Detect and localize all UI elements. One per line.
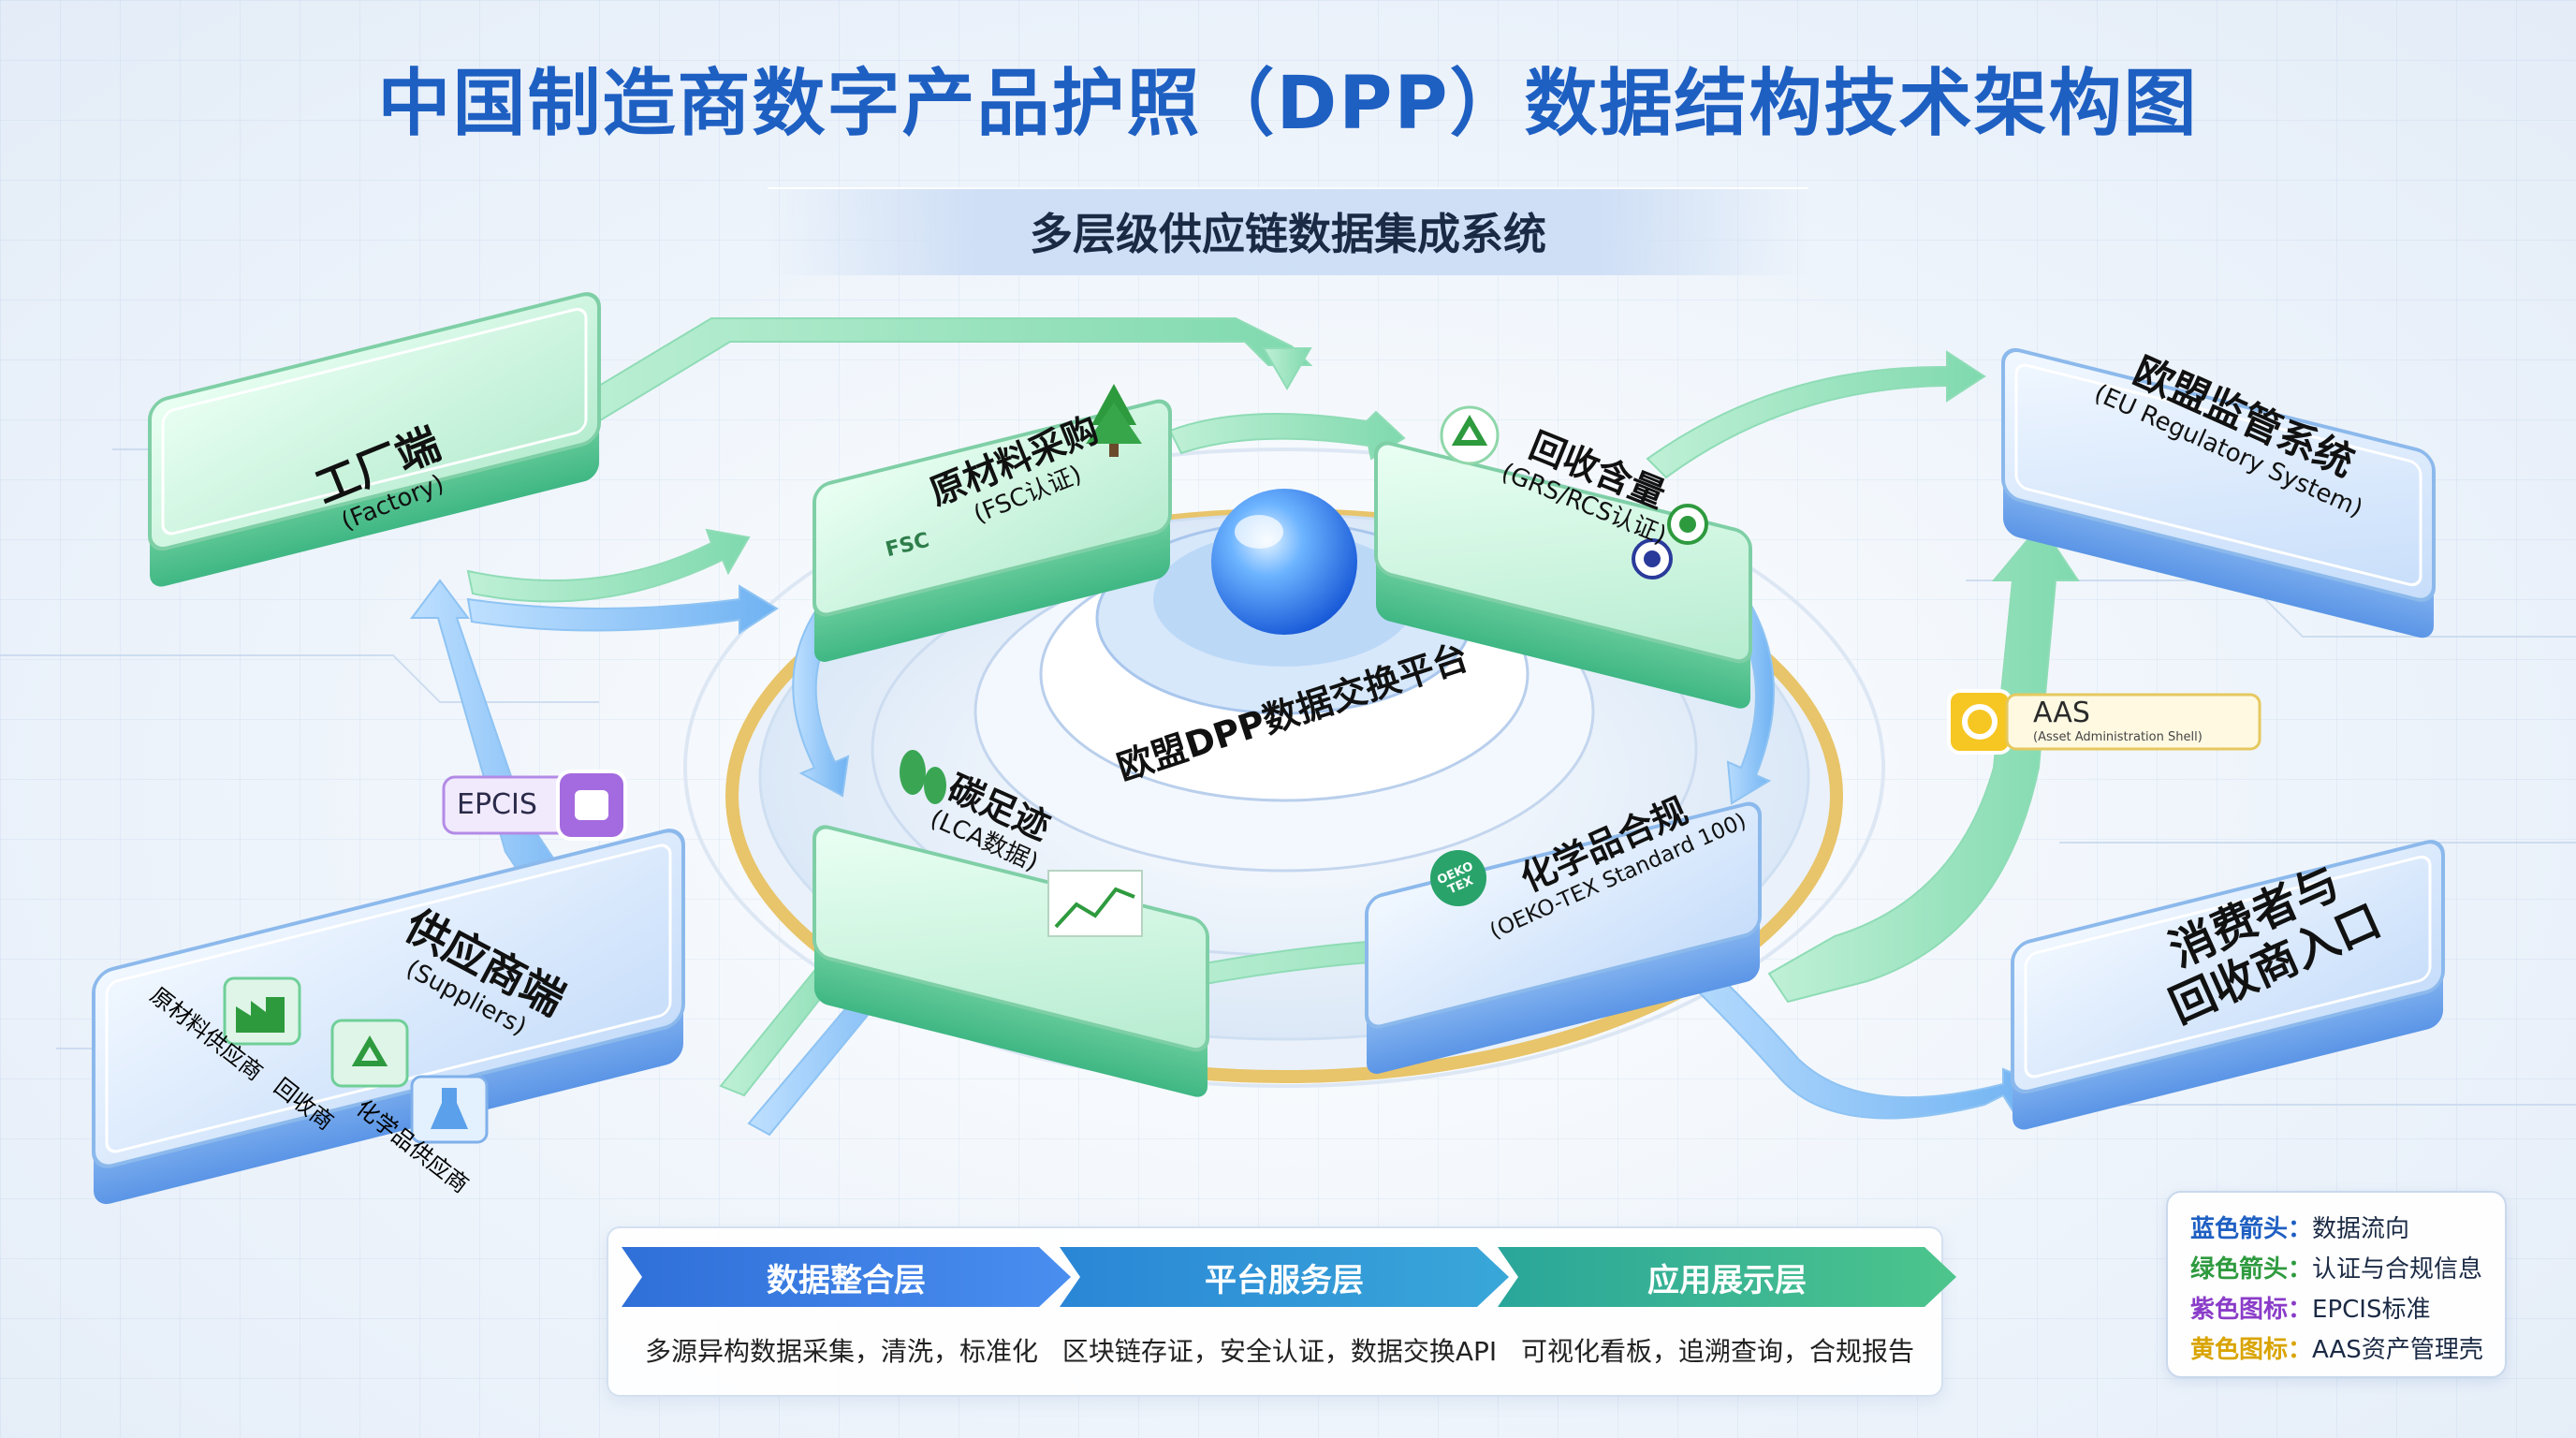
legend-row-blue: 蓝色箭头：数据流向 bbox=[2190, 1215, 2410, 1243]
legend-row-purple: 紫色图标：EPCIS标准 bbox=[2190, 1296, 2431, 1324]
aas-sublabel: (Asset Administration Shell) bbox=[2033, 730, 2203, 744]
page-title: 中国制造商数字产品护照（DPP）数据结构技术架构图 bbox=[377, 62, 2199, 146]
layer-application: 应用展示层 bbox=[1498, 1247, 1956, 1307]
card-consumer bbox=[2011, 840, 2445, 1130]
factory-icon bbox=[223, 976, 301, 1046]
subtitle-banner bbox=[768, 187, 1808, 275]
layer-platform-service-desc: 区块链存证，安全认证，数据交换API bbox=[1061, 1336, 1498, 1367]
card-chemical bbox=[1365, 801, 1762, 1074]
card-eu bbox=[2001, 347, 2436, 638]
footprint-icon bbox=[900, 750, 946, 804]
trend-chart-icon bbox=[1047, 870, 1143, 937]
card-carbon bbox=[812, 825, 1209, 1097]
recycle-icon-supplier bbox=[330, 1019, 409, 1088]
aas-tag bbox=[1947, 689, 2261, 755]
epcis-tag bbox=[442, 770, 627, 841]
layer-platform-service: 平台服务层 bbox=[1060, 1247, 1509, 1307]
grs-seal-icon bbox=[1667, 504, 1708, 545]
layer-application-desc: 可视化看板，追溯查询，合规报告 bbox=[1520, 1336, 1914, 1367]
recycle-icon bbox=[1440, 405, 1500, 465]
oeko-tex-badge bbox=[1430, 850, 1486, 906]
card-recycled bbox=[1374, 441, 1752, 709]
page-subtitle: 多层级供应链数据集成系统 bbox=[1030, 209, 1546, 259]
layer-data-integration: 数据整合层 bbox=[622, 1247, 1071, 1307]
legend-row-green: 绿色箭头：认证与合规信息 bbox=[2190, 1255, 2483, 1284]
layer-data-integration-desc: 多源异构数据采集，清洗，标准化 bbox=[644, 1336, 1038, 1367]
epcis-label: EPCIS bbox=[457, 788, 537, 821]
tree-icon bbox=[1086, 384, 1142, 457]
rcs-seal-icon bbox=[1632, 538, 1673, 580]
flask-icon bbox=[410, 1075, 489, 1144]
legend-row-yellow: 黄色图标：AAS资产管理壳 bbox=[2190, 1336, 2483, 1364]
aas-label: AAS bbox=[2033, 697, 2090, 729]
legend: 蓝色箭头：数据流向 绿色箭头：认证与合规信息 紫色图标：EPCIS标准 黄色图标… bbox=[2166, 1191, 2507, 1378]
card-raw-material bbox=[812, 399, 1172, 662]
card-factory bbox=[148, 292, 601, 587]
